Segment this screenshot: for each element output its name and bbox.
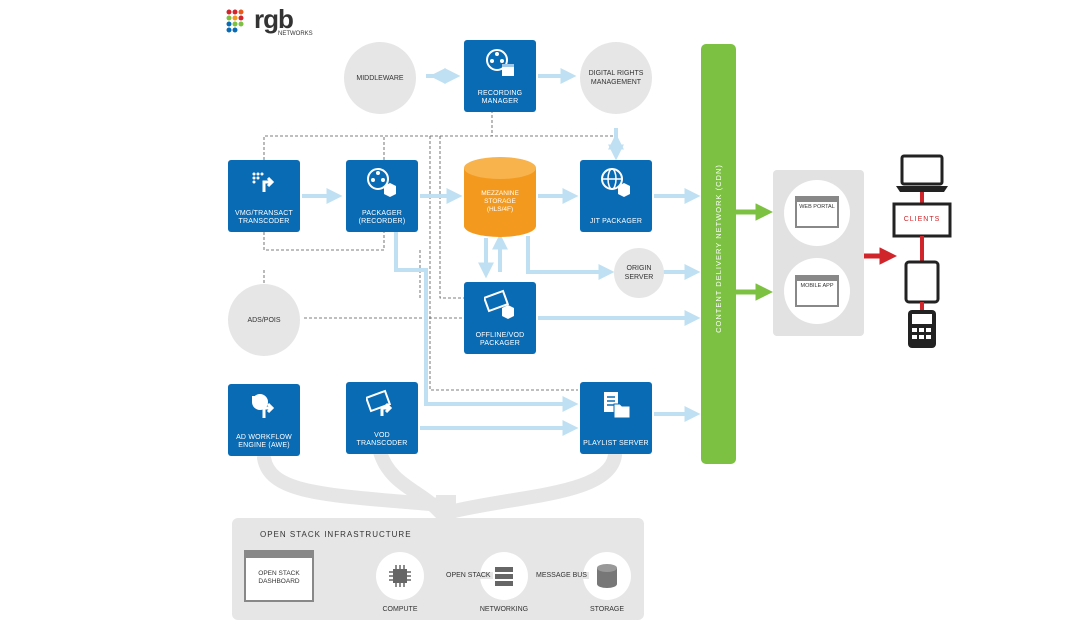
message-bus-link-label: MESSAGE BUS: [534, 572, 589, 579]
packager-recorder-label: PACKAGER (RECORDER): [358, 210, 406, 225]
server-stack-icon: [495, 567, 513, 586]
openstack-title: OPEN STACK INFRASTRUCTURE: [260, 530, 412, 539]
vmg-transcoder-node: VMG/TRANSACT TRANSCODER: [228, 160, 300, 232]
web-portal-window: WEB PORTAL: [795, 196, 839, 228]
database-cylinder-icon: [464, 157, 536, 237]
rgb-logo: rgb NETWORKS: [226, 4, 326, 40]
transcoder-icon: [252, 172, 275, 192]
openstack-dashboard-label: OPEN STACK DASHBOARD: [258, 570, 300, 585]
storage-cylinder-icon: [597, 564, 617, 588]
window-titlebar: [246, 552, 312, 558]
origin-server-label: ORIGIN SERVER: [624, 265, 654, 281]
client-devices-icon: [892, 154, 952, 348]
drm-node: DIGITAL RIGHTS MANAGEMENT: [580, 42, 652, 114]
jit-packager-label: JIT PACKAGER: [589, 218, 643, 225]
playlist-folder-icon: [604, 392, 631, 419]
logo-dots-icon: [226, 9, 244, 33]
filmstrip-transcode-icon: [366, 389, 393, 416]
clients-label: CLIENTS: [903, 216, 941, 223]
ad-workflow-engine-label: AD WORKFLOW ENGINE (AWE): [236, 434, 292, 449]
workflow-icon: [252, 394, 275, 418]
filmstrip-box-icon: [484, 289, 514, 319]
recording-manager-node: RECORDING MANAGER: [464, 40, 536, 112]
compute-node: [376, 552, 424, 600]
window-titlebar: [797, 198, 837, 202]
film-calendar-icon: [486, 49, 514, 76]
openstack-dashboard-window: OPEN STACK DASHBOARD: [244, 550, 314, 602]
globe-box-icon: [601, 168, 630, 197]
storage-node: [583, 552, 631, 600]
drm-label: DIGITAL RIGHTS MANAGEMENT: [588, 70, 644, 86]
mobile-app-window: MOBILE APP: [795, 275, 839, 307]
recording-manager-label: RECORDING MANAGER: [477, 90, 523, 105]
openstack-link-label: OPEN STACK: [444, 572, 493, 579]
vmg-transcoder-label: VMG/TRANSACT TRANSCODER: [234, 210, 293, 225]
mobile-app-label: MOBILE APP: [800, 283, 834, 289]
vod-transcoder-label: VOD TRANSCODER: [356, 432, 408, 447]
window-titlebar: [797, 277, 837, 281]
origin-server-node: ORIGIN SERVER: [614, 248, 664, 298]
film-box-icon: [367, 168, 396, 197]
playlist-server-node: PLAYLIST SERVER: [580, 382, 652, 454]
logo-subtitle: NETWORKS: [278, 31, 313, 37]
logo-wordmark: rgb: [254, 4, 294, 34]
web-portal-label: WEB PORTAL: [799, 204, 835, 210]
jit-packager-node: JIT PACKAGER: [580, 160, 652, 232]
mezzanine-storage-label: MEZZANINE STORAGE (HLS/4F): [481, 190, 519, 213]
storage-label: STORAGE: [589, 606, 625, 613]
ads-pois-label: ADS/POIS: [247, 316, 281, 324]
ad-workflow-engine-node: AD WORKFLOW ENGINE (AWE): [228, 384, 300, 456]
cpu-chip-icon: [389, 565, 411, 587]
networking-label: NETWORKING: [479, 606, 529, 613]
offline-vod-packager-node: OFFLINE/VOD PACKAGER: [464, 282, 536, 354]
ads-pois-node: ADS/POIS: [228, 284, 300, 356]
middleware-node: MIDDLEWARE: [344, 42, 416, 114]
offline-vod-packager-label: OFFLINE/VOD PACKAGER: [475, 332, 525, 347]
playlist-server-label: PLAYLIST SERVER: [583, 440, 649, 447]
compute-label: COMPUTE: [382, 606, 418, 613]
mezzanine-storage-node: MEZZANINE STORAGE (HLS/4F): [464, 156, 536, 238]
cdn-label: CONTENT DELIVERY NETWORK (CDN): [714, 164, 723, 333]
cdn-bar: CONTENT DELIVERY NETWORK (CDN): [701, 44, 736, 464]
middleware-label: MIDDLEWARE: [356, 74, 404, 82]
packager-recorder-node: PACKAGER (RECORDER): [346, 160, 418, 232]
vod-transcoder-node: VOD TRANSCODER: [346, 382, 418, 454]
